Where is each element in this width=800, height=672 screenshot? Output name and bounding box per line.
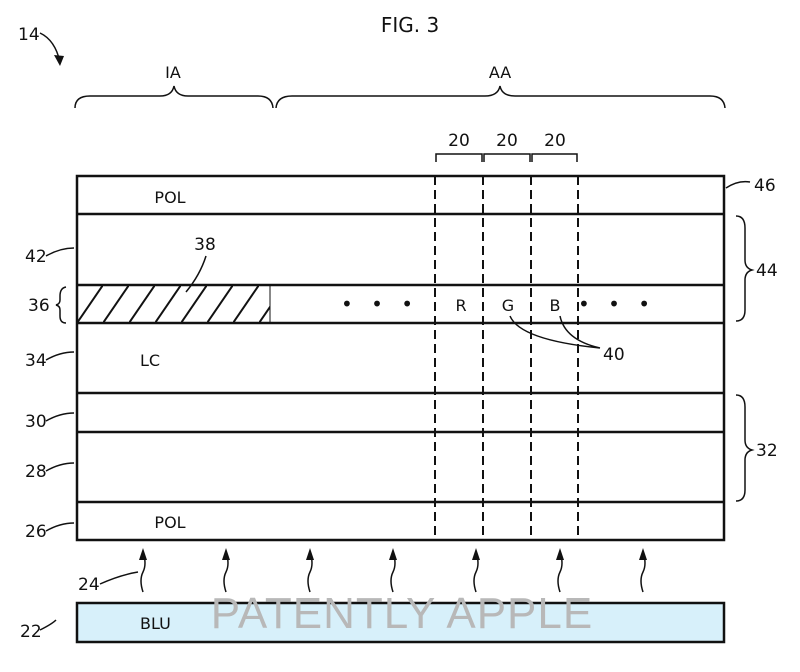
right-refs: 46 44 32 [725,176,778,502]
ref-24: 24 [78,575,100,595]
ref-22: 22 [20,622,42,642]
light-arrow-icon [556,548,564,593]
light-arrow-icon [472,548,480,593]
subpixel-ref: 20 [544,131,566,151]
ref-44: 44 [756,261,778,281]
ref-32: 32 [756,441,778,461]
filter-r: R [455,296,466,315]
ref-14: 14 [18,25,40,45]
region-aa-label: AA [489,63,511,82]
light-arrow-icon [639,548,647,593]
black-matrix-leader [185,255,207,293]
filter-b: B [550,296,561,315]
subpixel-dividers [434,176,579,540]
light-arrow-icon [389,548,397,593]
subpixel-ref: 20 [496,131,518,151]
blu-label: BLU [140,614,171,633]
subpixel-brackets: 20 20 20 [435,131,578,162]
arrowhead-icon [54,55,64,66]
light-arrow-icon [139,548,147,593]
ref-28: 28 [25,462,47,482]
region-aa-brace [275,85,726,109]
ref-26: 26 [25,522,47,542]
light-arrow-icon [222,548,230,593]
ref-36: 36 [28,296,50,316]
ref-30: 30 [25,412,47,432]
filters-ref: 40 [603,345,625,365]
backlight-arrows [139,548,647,593]
ref-42: 42 [25,247,47,267]
backlight-unit [75,601,726,644]
ref-46: 46 [754,176,776,196]
lc-label: LC [140,351,160,370]
black-matrix-ref: 38 [194,235,216,255]
black-matrix-hatch [76,284,271,324]
top-pol-label: POL [154,188,185,207]
figure-title: FIG. 3 [381,13,439,37]
watermark: PATENTLY APPLE [211,589,593,638]
filters-leader [509,315,601,349]
layer-boundaries [77,212,724,504]
subpixel-ref: 20 [448,131,470,151]
filter-g: G [502,296,514,315]
bottom-pol-label: POL [154,513,185,532]
ref-34: 34 [25,351,47,371]
ellipsis-right: • • • [578,292,656,316]
ellipsis-left: • • • [341,292,419,316]
display-stack [75,174,726,542]
region-ia-label: IA [165,63,181,82]
light-arrow-icon [306,548,314,593]
region-ia-brace [74,85,274,109]
left-refs: 42 36 34 30 28 26 24 22 [20,247,139,642]
